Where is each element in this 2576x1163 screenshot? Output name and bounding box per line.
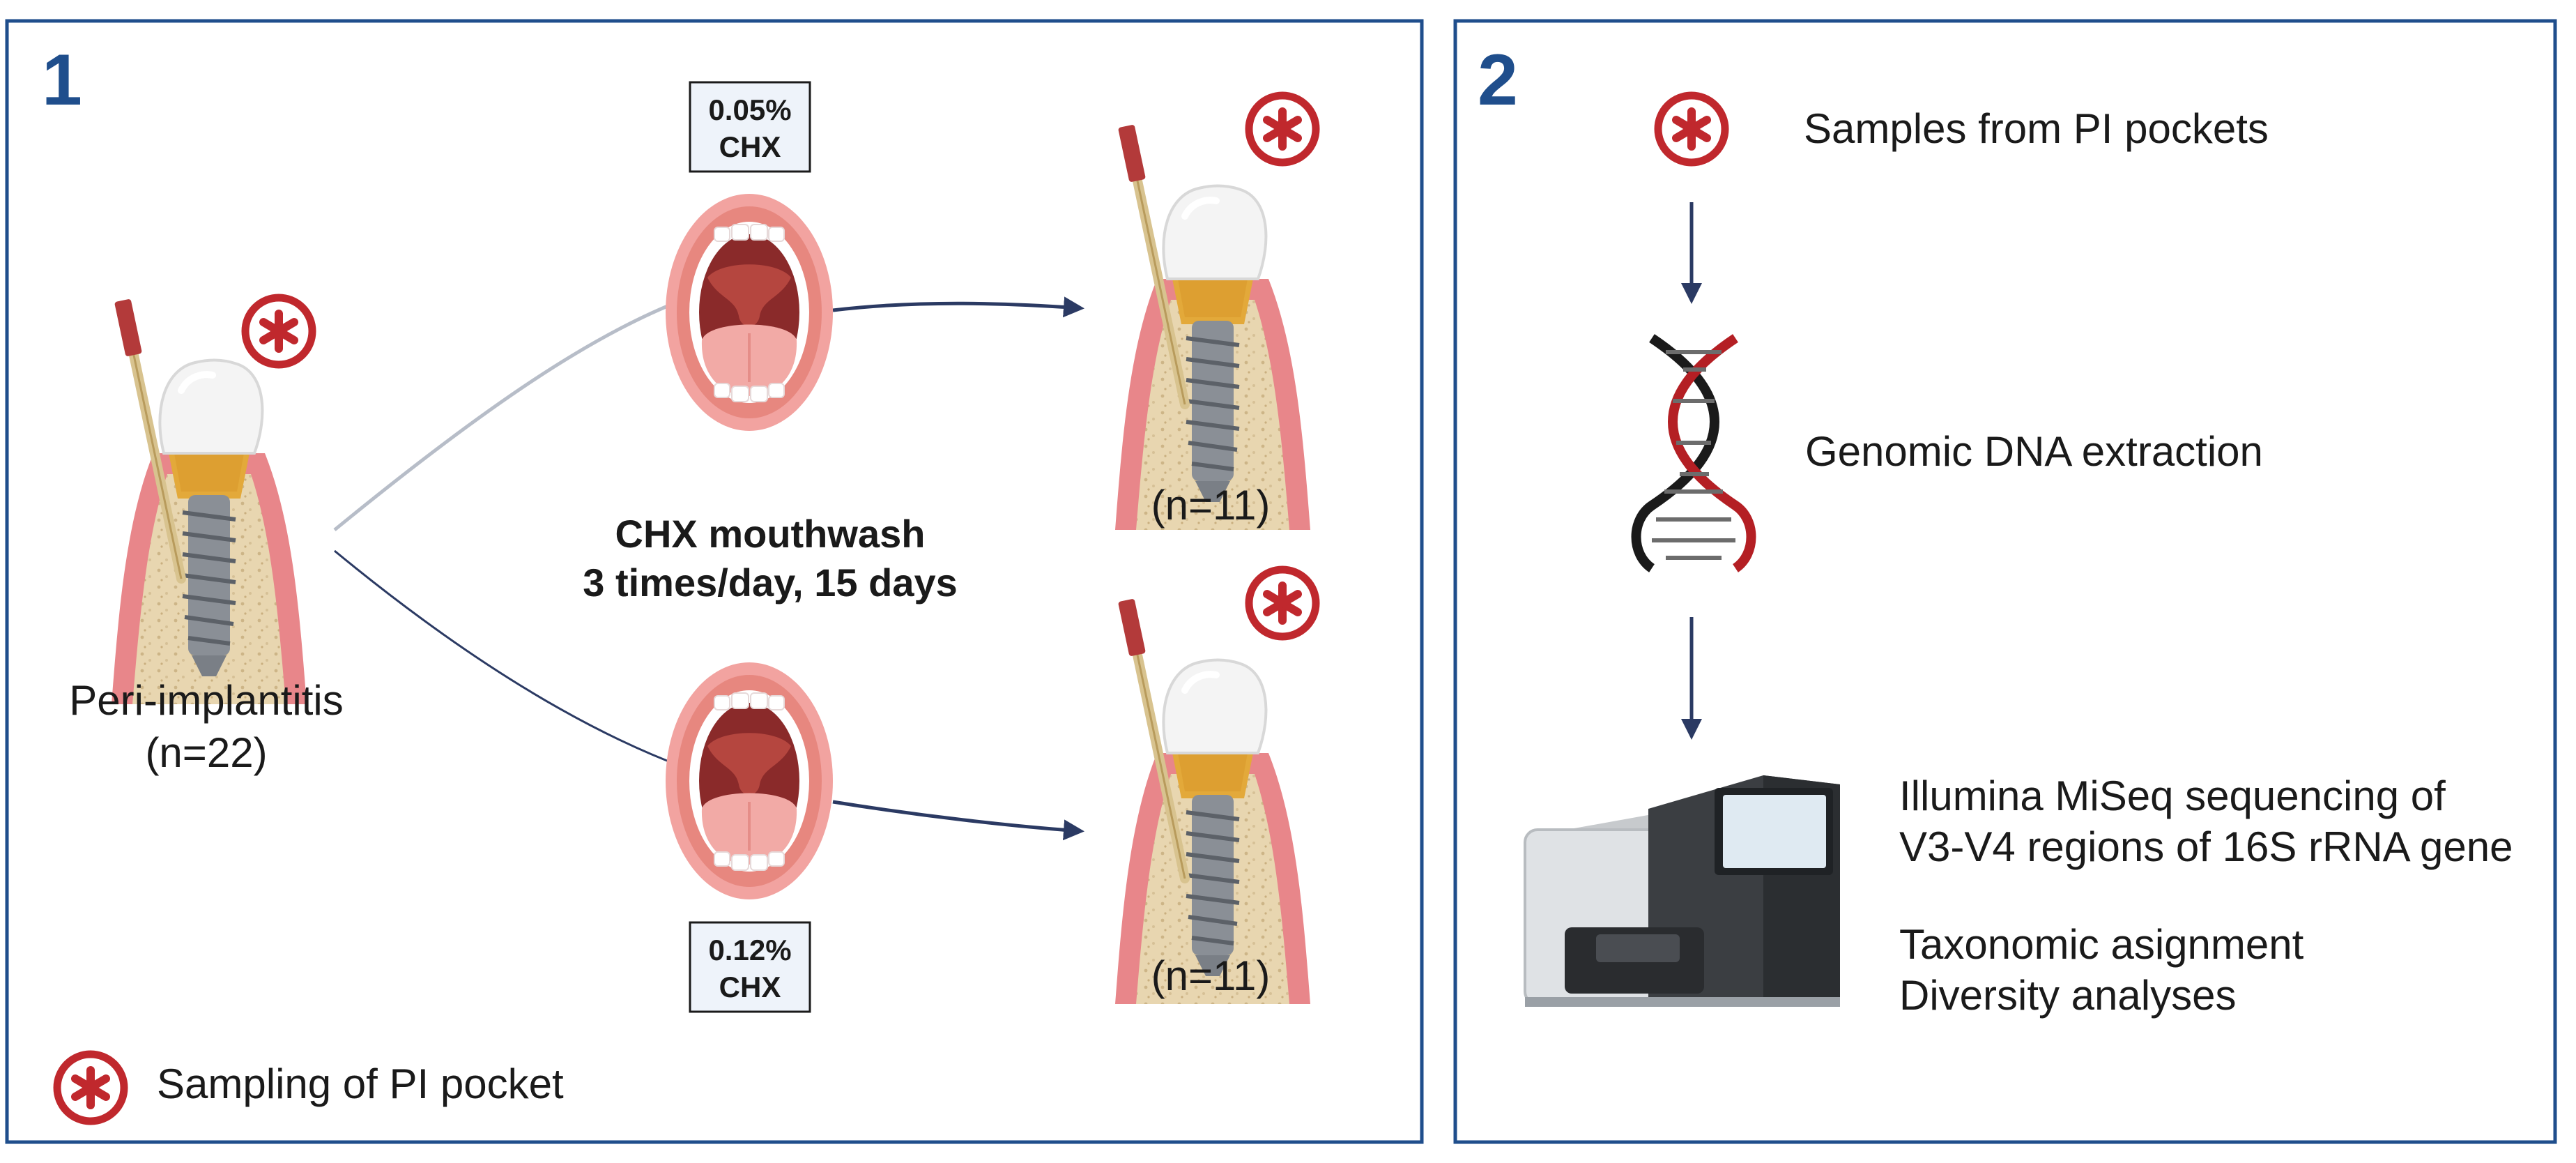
sampling-marker-top: [1249, 96, 1316, 162]
concentration-bottom-value: 0.12%: [708, 934, 791, 966]
sampling-marker-step1: [1658, 96, 1725, 162]
step3-text-line2: V3-V4 regions of 16S rRNA gene: [1899, 823, 2513, 870]
step4-text-line1: Taxonomic asignment: [1899, 921, 2304, 968]
step1-text: Samples from PI pockets: [1804, 105, 2269, 152]
legend-text: Sampling of PI pocket: [157, 1061, 564, 1107]
concentration-bottom-agent: CHX: [719, 971, 781, 1003]
group-count-top: (n=11): [1151, 482, 1271, 529]
sampling-marker-bottom: [1249, 570, 1316, 637]
arrow-to-bottom-group: [832, 800, 1084, 841]
step4-text-line2: Diversity analyses: [1899, 972, 2237, 1019]
open-mouth-illustration-bottom: [664, 661, 834, 901]
arrow-to-top-group: [832, 296, 1084, 318]
branch-curve-top: [333, 298, 684, 531]
branch-curve-bottom: [334, 549, 684, 768]
concentration-top-agent: CHX: [719, 130, 781, 163]
concentration-box-bottom: [689, 921, 811, 1013]
sampling-marker-initial: [245, 298, 312, 365]
sequencer-device-icon: [1524, 775, 1840, 1007]
open-mouth-illustration-top: [664, 192, 834, 432]
group-label: Peri-implantitis: [69, 677, 343, 724]
legend-marker-icon: [57, 1054, 124, 1121]
dna-helix-icon: [1631, 334, 1756, 572]
panel-1-number: 1: [42, 40, 82, 121]
step3-text-line1: Illumina MiSeq sequencing of: [1899, 773, 2446, 819]
step2-text: Genomic DNA extraction: [1805, 428, 2263, 475]
treatment-schedule: 3 times/day, 15 days: [583, 561, 958, 605]
concentration-box-top: [689, 81, 811, 173]
group-count-bottom: (n=11): [1151, 952, 1271, 999]
treatment-name: CHX mouthwash: [615, 512, 926, 556]
group-count: (n=22): [145, 729, 267, 776]
concentration-top-value: 0.05%: [708, 93, 791, 126]
panel-2-number: 2: [1478, 40, 1518, 121]
